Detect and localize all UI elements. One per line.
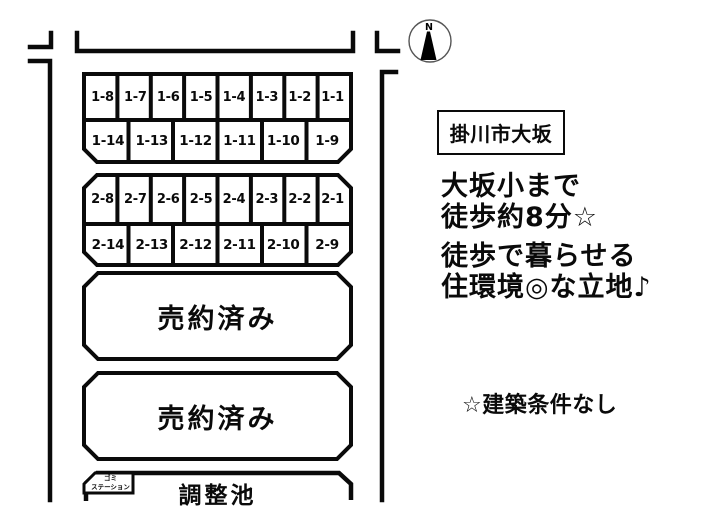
lot-label-2-3: 2-3 — [255, 192, 279, 207]
lot-label-1-9: 1-9 — [315, 133, 339, 149]
garbage-station-line1: ゴミ — [104, 473, 117, 482]
lot-label-2-12: 2-12 — [179, 236, 212, 253]
garbage-station-label: ゴミ ステーション — [86, 473, 133, 493]
garbage-station-outline — [82, 471, 135, 495]
headline-access-line1: 大坂小まで — [441, 171, 581, 202]
lot-label-1-13: 1-13 — [135, 133, 169, 149]
headline-environment-line2: 住環境◎な立地♪ — [441, 272, 652, 303]
block-1-row-top-labels: 1-8 1-7 1-6 1-5 1-4 1-3 1-2 1-1 — [86, 76, 349, 118]
lot-label-1-1: 1-1 — [321, 89, 344, 105]
lot-label-1-6: 1-6 — [156, 89, 180, 105]
garbage-station-line2: ステーション — [91, 483, 130, 491]
road-corner-top-left-icon — [27, 30, 54, 50]
road-edge-top — [74, 30, 356, 54]
road-edge-left — [27, 58, 53, 503]
block-2-row-bottom-labels: 2-14 2-13 2-12 2-11 2-10 2-9 — [86, 226, 349, 263]
compass-icon: N — [408, 19, 452, 63]
area-title: 掛川市大坂 — [449, 122, 553, 146]
lot-label-1-2: 1-2 — [288, 89, 311, 105]
block-1-row-bottom-labels: 1-14 1-13 1-12 1-11 1-10 1-9 — [86, 122, 349, 160]
lot-label-1-3: 1-3 — [255, 89, 279, 105]
headline-environment-line1: 徒歩で暮らせる — [441, 241, 637, 272]
road-corner-top-right-icon — [374, 30, 401, 54]
lot-label-1-12: 1-12 — [179, 133, 212, 149]
lot-label-2-2: 2-2 — [288, 192, 311, 207]
lot-label-1-7: 1-7 — [124, 89, 147, 105]
block-2-row-top-labels: 2-8 2-7 2-6 2-5 2-4 2-3 2-2 2-1 — [86, 177, 349, 222]
lot-label-2-5: 2-5 — [189, 192, 213, 207]
sold-box-2-outline — [82, 371, 353, 461]
sold-box-1-outline — [82, 271, 353, 361]
lot-label-2-10: 2-10 — [266, 236, 300, 253]
lot-label-1-10: 1-10 — [266, 133, 300, 149]
building-condition-note: ☆建築条件なし — [462, 393, 618, 418]
block-1-dividers — [84, 74, 351, 162]
lot-label-1-11: 1-11 — [223, 133, 256, 149]
sold-box-1-label: 売約済み — [157, 303, 278, 335]
lot-label-2-9: 2-9 — [315, 236, 339, 253]
compass-north-label: N — [425, 22, 433, 33]
block-2-dividers — [84, 175, 351, 265]
lot-label-2-6: 2-6 — [156, 192, 180, 207]
headline-access-line2: 徒歩約8分☆ — [441, 202, 598, 233]
lot-label-1-5: 1-5 — [189, 89, 213, 105]
pond-label: 調整池 — [178, 483, 257, 509]
lot-label-2-7: 2-7 — [124, 192, 147, 207]
lot-label-2-14: 2-14 — [91, 236, 125, 253]
headline-environment: 徒歩で暮らせる 住環境◎な立地♪ — [441, 241, 652, 303]
lot-label-2-1: 2-1 — [321, 192, 344, 207]
lot-label-1-8: 1-8 — [91, 89, 114, 105]
sold-box-2-label: 売約済み — [157, 403, 278, 435]
lot-label-2-13: 2-13 — [135, 236, 169, 253]
lot-label-2-4: 2-4 — [222, 192, 246, 207]
lot-label-1-4: 1-4 — [222, 89, 246, 105]
headline-access: 大坂小まで 徒歩約8分☆ — [441, 171, 598, 233]
road-edge-right — [379, 69, 399, 503]
lot-label-2-8: 2-8 — [91, 192, 114, 207]
lot-label-2-11: 2-11 — [223, 236, 256, 253]
lot-label-1-14: 1-14 — [91, 133, 125, 149]
area-title-box: 掛川市大坂 — [437, 110, 565, 155]
